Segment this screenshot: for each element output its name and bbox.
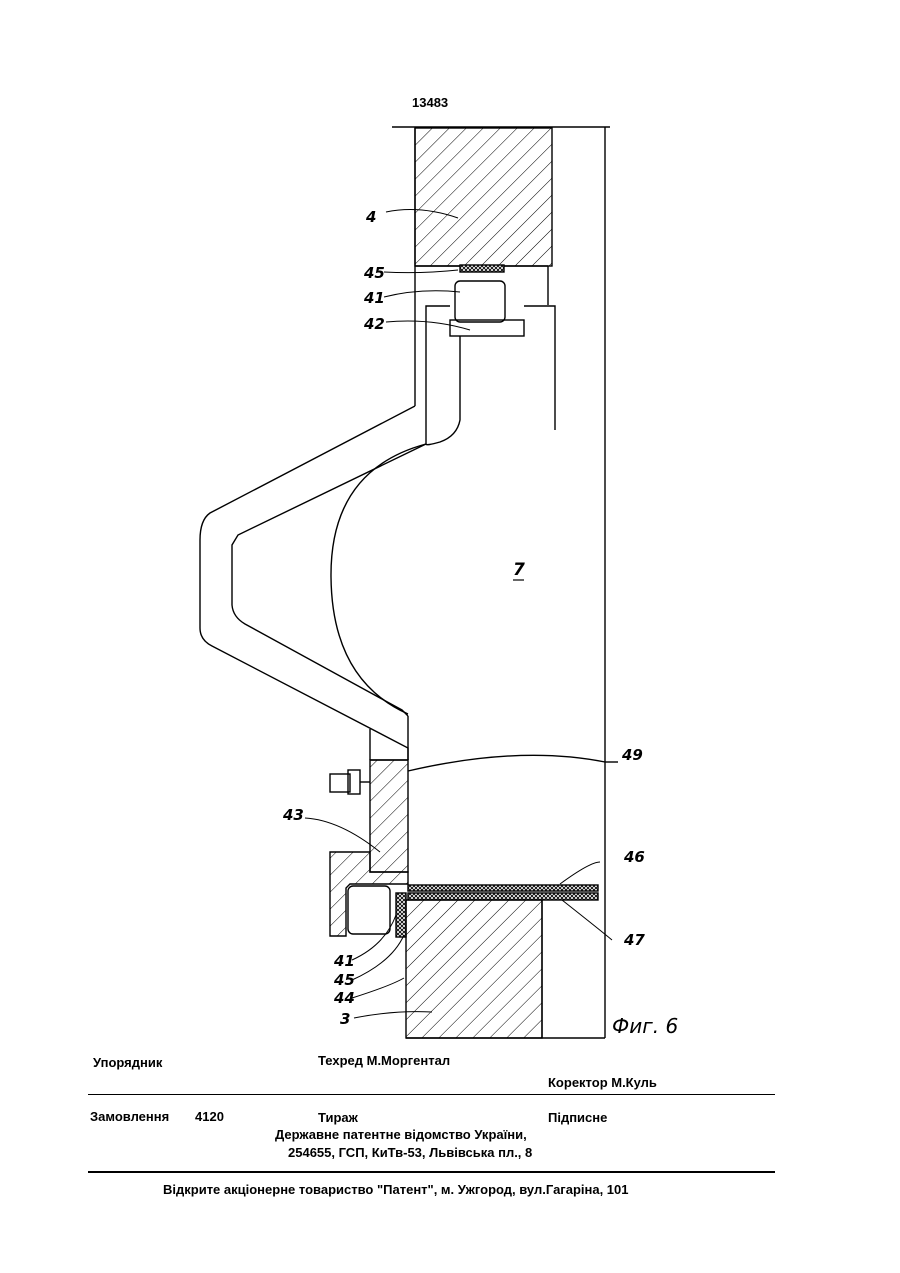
- upper-roller-41: [455, 281, 505, 322]
- lower-roller-41: [348, 886, 390, 934]
- label-part-46: 46: [624, 848, 645, 866]
- order-number: 4120: [195, 1109, 224, 1124]
- label-part-43: 43: [283, 806, 304, 824]
- label-part-44: 44: [334, 989, 355, 1007]
- upper-seal-45: [460, 265, 504, 272]
- upper-block-part-4: [415, 128, 552, 266]
- circulation-label: Тираж: [318, 1110, 358, 1125]
- corrector: Коректор М.Куль: [548, 1075, 657, 1090]
- label-part-49: 49: [622, 746, 643, 764]
- order-label: Замовлення: [90, 1109, 169, 1124]
- drawing-lines: [200, 127, 618, 1038]
- label-part-41-lower: 41: [334, 952, 355, 970]
- lower-block-part-3: [406, 900, 542, 1038]
- office-line-1: Державне патентне відомство України,: [275, 1127, 527, 1142]
- technical-drawing: [0, 0, 900, 1060]
- lower-seal-45: [396, 893, 406, 937]
- figure-caption: Фиг. 6: [612, 1014, 678, 1038]
- compiler-label: Упорядник: [93, 1055, 162, 1070]
- plate-47: [408, 893, 598, 900]
- label-part-45-lower: 45: [334, 971, 355, 989]
- label-part-4: 4: [366, 208, 376, 226]
- label-part-42: 42: [364, 315, 385, 333]
- signed-label: Підписне: [548, 1110, 607, 1125]
- footer-divider-bottom: [88, 1171, 775, 1173]
- plate-46: [408, 885, 598, 891]
- block-43: [370, 760, 408, 872]
- footer-divider-top: [88, 1094, 775, 1095]
- bolt-head: [330, 774, 350, 792]
- label-part-45-upper: 45: [364, 264, 385, 282]
- label-part-7: 7: [513, 560, 525, 580]
- label-part-3: 3: [340, 1010, 350, 1028]
- office-line-2: 254655, ГСП, КиТв-53, Львівська пл., 8: [288, 1145, 532, 1160]
- tech-editor: Техред М.Моргентал: [318, 1053, 450, 1068]
- label-part-47: 47: [624, 931, 645, 949]
- label-part-41-upper: 41: [364, 289, 385, 307]
- publisher-line: Відкрите акціонерне товариство "Патент",…: [163, 1182, 629, 1197]
